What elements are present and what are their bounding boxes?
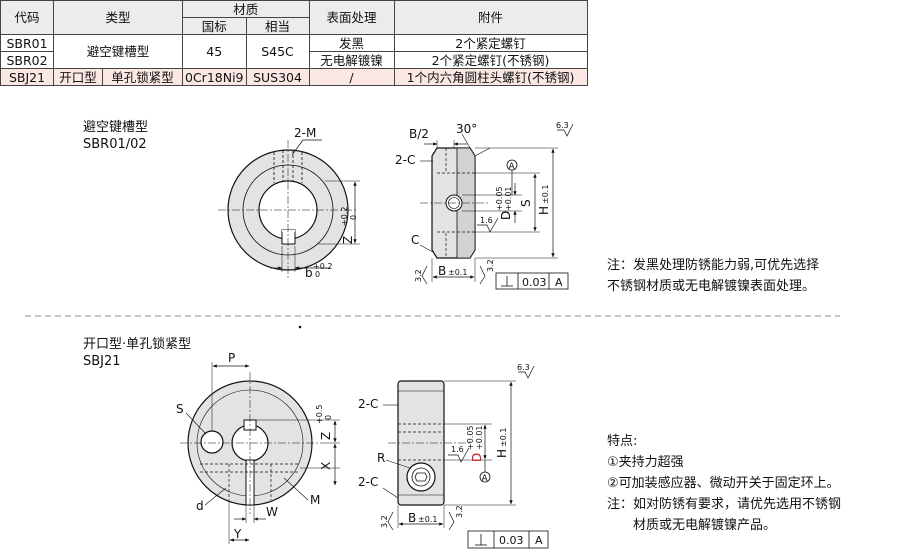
sbj-front-view: P S Z +0.5 0 X d M W Y <box>176 351 340 544</box>
label-dd-lower: +0.01 <box>475 425 484 450</box>
label-z-bottom: Z <box>319 432 333 440</box>
header-material: 材质 <box>182 0 310 18</box>
label-z-bottom-upper: +0.5 <box>315 405 324 424</box>
header-surface: 表面处理 <box>308 0 395 35</box>
label-ra16-bottom: 1.6 <box>451 445 464 454</box>
label-c: C <box>411 233 419 247</box>
row-surface: / <box>308 68 395 86</box>
header-code: 代码 <box>0 0 54 35</box>
label-datum-a-bottom: A <box>482 474 489 484</box>
row-material-eq: SUS304 <box>245 68 310 86</box>
label-30deg: 30° <box>456 122 477 136</box>
features-title: 特点: <box>607 434 638 449</box>
note-line: 材质或无电解镀镍产品。 <box>633 518 777 533</box>
feature-item: ②可加装感应器、微动开关于固定环上。 <box>607 476 840 491</box>
label-2c-top: 2-C <box>358 397 378 411</box>
label-bw-tol: ±0.1 <box>448 268 467 277</box>
top-note: 注：发黑处理防锈能力弱,可优先选择 不锈钢材质或无电解镀镍表面处理。 <box>607 255 819 297</box>
label-h: H <box>537 206 551 215</box>
label-ra32b-bottom: 3.2 <box>455 505 464 518</box>
label-b2: B/2 <box>409 127 429 141</box>
label-2c-bottom: 2-C <box>358 475 378 489</box>
label-2m: 2-M <box>294 126 316 140</box>
label-d: D <box>499 211 513 220</box>
row-surface: 无电解镀镍 <box>308 51 395 69</box>
row-type-a: 开口型 <box>53 68 103 86</box>
row-accessory: 2个紧定螺钉(不锈钢) <box>393 51 588 69</box>
label-perp-value: 0.03 <box>522 276 547 289</box>
label-h-bottom-tol: ±0.1 <box>499 428 508 447</box>
label-perp-value-bottom: 0.03 <box>499 534 524 547</box>
label-bw-bottom: B <box>408 511 416 525</box>
label-s: S <box>519 199 533 207</box>
bottom-title: 开口型·单孔锁紧型 <box>83 336 191 352</box>
top-code: SBR01/02 <box>83 137 147 152</box>
label-h-tol: ±0.1 <box>541 185 550 204</box>
label-perp-datum-bottom: A <box>535 534 543 547</box>
label-z: Z <box>341 236 355 244</box>
row-type-b: 单孔锁紧型 <box>102 68 183 86</box>
label-ra63: 6.3 <box>556 121 569 130</box>
dot-mark <box>298 325 302 329</box>
row-code: SBR01 <box>0 34 54 52</box>
label-x: X <box>319 462 333 470</box>
label-b-upper: +0.2 <box>313 262 332 271</box>
label-y: Y <box>233 527 242 541</box>
row-material-gb: 0Cr18Ni9 <box>182 68 247 86</box>
spec-table: 代码 类型 材质 表面处理 附件 国标 相当 SBR01 避空键槽型 45 S4… <box>0 0 588 86</box>
label-d-small: d <box>196 499 204 513</box>
note-line: 不锈钢材质或无电解镀镍表面处理。 <box>607 279 816 294</box>
label-z-upper: +0.2 <box>340 207 349 226</box>
label-bw-bottom-tol: ±0.1 <box>418 515 437 524</box>
header-accessory: 附件 <box>393 0 588 35</box>
note-line: 注：如对防锈有要求，请优先选用不锈钢 <box>607 497 842 512</box>
label-ra32a: 3.2 <box>414 269 423 282</box>
label-bw: B <box>438 264 446 278</box>
label-m: M <box>310 493 320 507</box>
bottom-notes: 特点: ①夹持力超强 ②可加装感应器、微动开关于固定环上。 注：如对防锈有要求，… <box>607 431 841 536</box>
label-w: W <box>266 505 278 519</box>
label-s-hole: S <box>176 402 184 416</box>
label-ra32a-bottom: 3.2 <box>380 515 389 528</box>
label-dd: D <box>470 453 484 462</box>
label-z-bottom-lower: 0 <box>324 415 333 420</box>
sbr-side-view: B/2 30° 2-C C A D +0.05 +0.01 1.6 S <box>395 121 574 290</box>
row-surface: 发黑 <box>308 34 395 52</box>
label-ra32b: 3.2 <box>486 259 495 272</box>
label-r: R <box>377 451 385 465</box>
label-d-lower: +0.01 <box>504 186 513 211</box>
row-accessory: 1个内六角圆柱头螺钉(不锈钢) <box>393 68 588 86</box>
label-p: P <box>228 351 235 365</box>
label-h-bottom: H <box>495 449 509 458</box>
label-perp-datum: A <box>555 276 563 289</box>
label-b-lower: 0 <box>315 270 320 279</box>
label-datum-a: A <box>509 162 516 172</box>
label-dd-upper: +0.05 <box>466 425 475 450</box>
label-d-upper: +0.05 <box>495 186 504 211</box>
row-code: SBR02 <box>0 51 54 69</box>
label-ra63-bottom: 6.3 <box>517 363 530 372</box>
bottom-code: SBJ21 <box>83 354 121 369</box>
header-material-eq: 相当 <box>245 17 310 35</box>
label-2c: 2-C <box>395 153 415 167</box>
sbr-front-view: 2-M Z +0.2 0 b +0.2 0 <box>218 126 360 280</box>
feature-item: ①夹持力超强 <box>607 455 684 470</box>
sbj-side-view: 2-C R 2-C D +0.05 +0.01 1.6 A H ±0.1 B ±… <box>358 363 549 549</box>
label-z-lower: 0 <box>349 215 358 220</box>
label-b: b <box>305 266 313 280</box>
row-material-gb: 45 <box>182 34 247 69</box>
label-ra16: 1.6 <box>480 216 493 225</box>
top-title: 避空键槽型 <box>83 120 148 135</box>
note-line: 注：发黑处理防锈能力弱,可优先选择 <box>607 258 820 273</box>
